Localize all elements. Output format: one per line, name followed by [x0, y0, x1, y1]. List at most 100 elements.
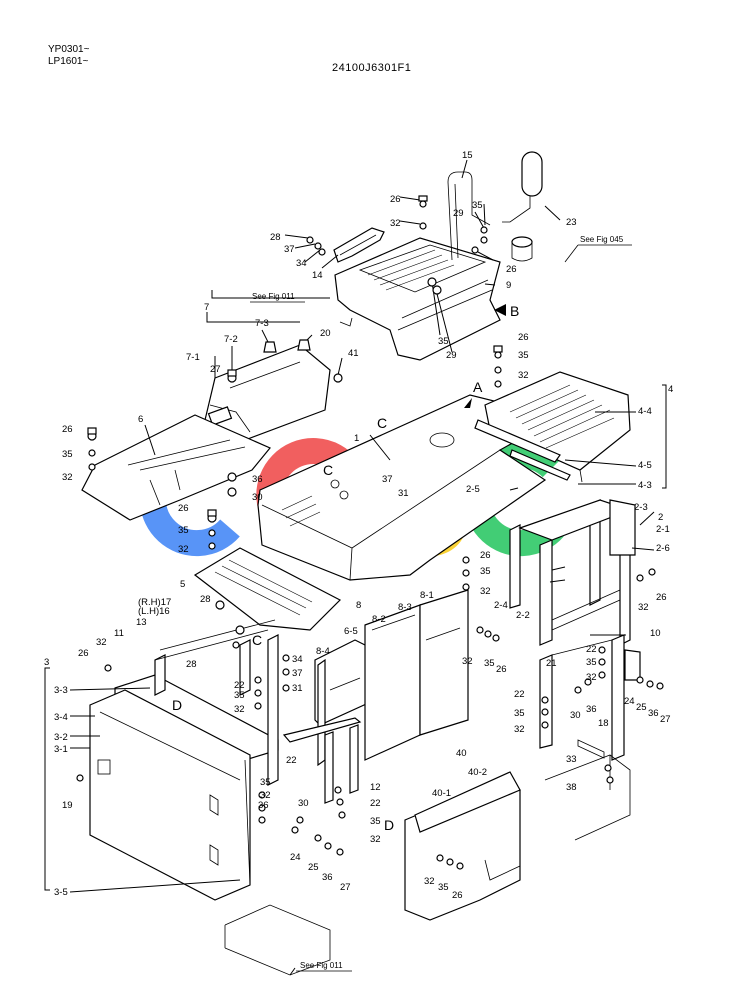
- label-2-5: 2-5: [466, 484, 480, 495]
- label-9: 9: [506, 280, 511, 291]
- label-5: 5: [180, 579, 185, 590]
- label-32: 32: [390, 218, 401, 229]
- label-1: 1: [354, 433, 359, 444]
- label-28: 28: [270, 232, 281, 243]
- label-30: 30: [298, 798, 309, 809]
- ref-see-fig-045: See Fig 045: [580, 235, 624, 244]
- cover-assembly-9: [334, 237, 501, 361]
- serial-range-lp: LP1601~: [48, 56, 89, 67]
- label-26: 26: [390, 194, 401, 205]
- panel-8-2: [364, 604, 421, 761]
- label-40-1: 40-1: [432, 788, 451, 799]
- label-12: 12: [370, 782, 381, 793]
- label-36: 36: [252, 474, 263, 485]
- label-24: 24: [624, 696, 635, 707]
- view-marker-c: C: [323, 462, 333, 478]
- label-40: 40: [456, 748, 467, 759]
- label-35: 35: [62, 449, 73, 460]
- label-36: 36: [322, 872, 333, 883]
- label-31: 31: [292, 683, 303, 694]
- label-7: 7: [204, 302, 209, 313]
- label-27: 27: [210, 364, 221, 375]
- label-11: 11: [114, 628, 124, 639]
- bracket-14: [333, 227, 385, 263]
- label-14: 14: [312, 270, 323, 281]
- label-32: 32: [586, 672, 597, 683]
- label-32: 32: [462, 656, 473, 667]
- label-24: 24: [290, 852, 301, 863]
- label-30: 30: [570, 710, 581, 721]
- label-4-5: 4-5: [638, 460, 652, 471]
- label-22: 22: [370, 798, 381, 809]
- label-3-1: 3-1: [54, 744, 68, 755]
- label-2-1: 2-1: [656, 524, 670, 535]
- label-40-2: 40-2: [468, 767, 487, 778]
- label-35: 35: [514, 708, 525, 719]
- label-25: 25: [636, 702, 647, 713]
- label-36: 36: [586, 704, 597, 715]
- label-31: 31: [398, 488, 409, 499]
- label-22: 22: [234, 680, 245, 691]
- part-labels: 15 26 32 29 35 23 28 37 34 14 26 9 35 29…: [44, 150, 673, 901]
- label-37: 37: [382, 474, 393, 485]
- label-3-3: 3-3: [54, 685, 68, 696]
- bar-12: [282, 717, 362, 804]
- label-16-lh: (L.H)16: [138, 606, 170, 617]
- door-panel-3: [89, 674, 279, 901]
- label-3-2: 3-2: [54, 732, 68, 743]
- view-marker-d: D: [172, 697, 182, 713]
- label-35: 35: [480, 566, 491, 577]
- view-marker-c: C: [252, 632, 262, 648]
- page-code: 24100J6301F1: [332, 62, 412, 74]
- view-marker-c: C: [377, 415, 387, 431]
- label-8-2: 8-2: [372, 614, 386, 625]
- base-lower-left: [224, 904, 331, 976]
- label-32: 32: [518, 370, 529, 381]
- label-22: 22: [514, 689, 525, 700]
- hardware-bolts: [76, 195, 664, 870]
- view-marker-a: A: [473, 379, 483, 395]
- label-32: 32: [424, 876, 435, 887]
- label-8: 8: [356, 600, 361, 611]
- label-38: 38: [566, 782, 577, 793]
- view-b-arrow: [494, 304, 506, 316]
- label-7-1: 7-1: [186, 352, 200, 363]
- label-21: 21: [546, 658, 557, 669]
- frame-11-13: [154, 619, 279, 786]
- label-15: 15: [462, 150, 473, 161]
- serial-range-yp: YP0301~: [48, 44, 90, 55]
- label-35: 35: [178, 525, 189, 536]
- label-35: 35: [484, 658, 495, 669]
- label-4-4: 4-4: [638, 406, 652, 417]
- plate-5: [193, 547, 342, 631]
- panel-40: [404, 771, 521, 921]
- label-8-3: 8-3: [398, 602, 412, 613]
- label-27: 27: [340, 882, 351, 893]
- label-7-2: 7-2: [224, 334, 238, 345]
- label-32: 32: [260, 790, 271, 801]
- ref-see-fig-011-top: See Fig 011: [252, 292, 295, 301]
- label-35: 35: [234, 690, 245, 701]
- label-32: 32: [638, 602, 649, 613]
- label-4-3: 4-3: [638, 480, 652, 491]
- label-26: 26: [656, 592, 667, 603]
- label-26: 26: [518, 332, 529, 343]
- label-32: 32: [96, 637, 107, 648]
- label-13: 13: [136, 617, 147, 628]
- label-2: 2: [658, 512, 663, 523]
- label-3: 3: [44, 657, 49, 668]
- label-3-5: 3-5: [54, 887, 68, 898]
- ref-see-fig-011-bottom: See Fig 011: [300, 961, 343, 970]
- label-17-rh: (R.H)17: [138, 597, 171, 608]
- label-36: 36: [648, 708, 659, 719]
- label-26: 26: [62, 424, 73, 435]
- label-2-3: 2-3: [634, 502, 648, 513]
- label-2-6: 2-6: [656, 543, 670, 554]
- figure-references: See Fig 045 See Fig 011 See Fig 011: [250, 235, 632, 972]
- label-34: 34: [292, 654, 303, 665]
- label-6-5: 6-5: [344, 626, 358, 637]
- label-29: 29: [453, 208, 464, 219]
- label-32: 32: [234, 704, 245, 715]
